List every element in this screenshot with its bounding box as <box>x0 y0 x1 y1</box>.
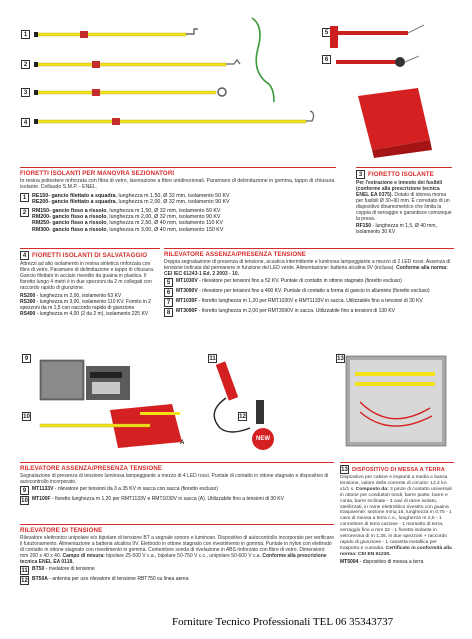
footer-bar: Forniture Tecnico Professionali TEL 06 3… <box>0 606 472 639</box>
item-re150: RE150- gancio filettato a squadra, lungh… <box>32 192 230 199</box>
figure-number-2: 2 <box>21 60 30 69</box>
section-description: Doppia segnalazione di presenza di tensi… <box>164 259 451 277</box>
item-bt50: 11 BT50 - rivelatore di tensione <box>20 566 95 575</box>
group-number: 1 <box>20 192 29 202</box>
figure-number-12: 12 <box>238 412 247 421</box>
section-rilevatore-acustico: RILEVATORE ASSENZA/PRESENZA TENSIONE Dop… <box>164 248 454 348</box>
red-bag-image <box>358 88 432 158</box>
item-rm250: RM250- gancio fisso a rissolo, lunghezza… <box>32 220 223 227</box>
item-rm300: RM300- gancio fisso a rissolo, lunghezza… <box>32 226 224 233</box>
pole-rm-image <box>34 58 241 68</box>
figure-number-6: 6 <box>322 55 331 64</box>
section-rilevatore-tensione: RILEVATORE DI TENSIONE Rilevatore elettr… <box>20 524 334 604</box>
group-rm: 2 RM150- gancio fisso a rissolo, lunghez… <box>20 207 336 234</box>
section-description: Dispositivo per cabine e impianti a medi… <box>340 475 452 557</box>
top-photo-area: 1 2 3 4 5 6 <box>0 0 472 165</box>
section-title: RILEVATORE ASSENZA/PRESENZA TENSIONE <box>164 251 307 258</box>
section-description: Rilevatore elettronico unipolare e/o bip… <box>20 535 334 565</box>
item-rs200: RS200 - lunghezza m 2,00, isolamento 63 … <box>20 293 122 299</box>
item-number: 8 <box>164 308 173 317</box>
section-rilevatore-luminoso: RILEVATORE ASSENZA/PRESENZA TENSIONE Seg… <box>20 462 334 522</box>
item-mt100f: 10 MT100F - fioretto lunghezza m 1,20 pe… <box>20 496 284 505</box>
figure-number-1: 1 <box>21 30 30 39</box>
ground-kit-image <box>345 355 447 447</box>
section-title: FIORETTI ISOLANTI PER MANOVRA SEZIONATOR… <box>20 170 175 177</box>
item-rm200: RM200- gancio fisso a rissolo, lunghezza… <box>32 214 221 221</box>
item-mt3090f: 8 MT3090F - fioretto lunghezza m 2,00 pe… <box>164 308 454 317</box>
figure-number-11: 11 <box>208 354 217 363</box>
item-number: 5 <box>164 278 173 287</box>
item-bt50a: 12 BT50A - antenna per uso rilevatore di… <box>20 576 189 585</box>
tester-image <box>213 361 264 433</box>
item-number: 12 <box>20 576 29 585</box>
group-re: 1 RE150- gancio filettato a squadra, lun… <box>20 192 336 206</box>
section-description: Attrezzi ad alto isolamento in resina si… <box>20 261 155 291</box>
pole-rf-image <box>34 87 227 97</box>
new-badge: NEW <box>252 428 274 450</box>
section-number: 3 <box>356 170 365 179</box>
item-mt1133v: 9 MT1133V - rilevatore per tensioni da 3… <box>20 486 334 495</box>
figure-number-9: 9 <box>22 354 31 363</box>
item-rf150: RF150 - lunghezza m 1,5, Ø 40 mm, isolam… <box>356 223 437 235</box>
section-number: 13 <box>340 465 349 474</box>
middle-illustration <box>39 355 447 448</box>
detector-6-image <box>336 55 420 67</box>
pole-rs-image <box>34 110 315 125</box>
section-description: In resina poliestere rinforzata con fibr… <box>20 178 335 191</box>
item-mt1030v: 5 MT1030V - rilevatore per tensioni fino… <box>164 278 454 287</box>
figure-number-10: 10 <box>22 412 31 421</box>
footer-contact: Forniture Tecnico Professionali TEL 06 3… <box>172 616 394 628</box>
item-mt3090v: 6 MT3090V - rilevatore per tensioni fino… <box>164 288 454 297</box>
section-fioretto-isolante: 3 FIORETTO ISOLANTE Per l'estrazione e i… <box>356 167 452 244</box>
figure-number-13: 13 <box>336 354 345 363</box>
section-title: FIORETTI ISOLANTI DI SALVATAGGIO <box>32 252 148 259</box>
item-rm150: RM150- gancio fisso a rissolo, lunghezza… <box>32 207 221 214</box>
section-title: DISPOSITIVO DI MESSA A TERRA <box>352 466 445 473</box>
item-rs400: RS400 - lunghezza m 4,00 (2 da 2 m), iso… <box>20 311 149 317</box>
group-number: 2 <box>20 207 29 217</box>
section-description: Segnalazione di presenza di tensione lum… <box>20 473 329 485</box>
section-description: Per l'estrazione e innesto dei fusibili … <box>356 180 452 222</box>
detector-5-image <box>330 24 425 48</box>
green-cable <box>251 17 275 103</box>
figure-number-4: 4 <box>21 118 30 127</box>
section-fioretti-salvataggio: 4 FIORETTI ISOLANTI DI SALVATAGGIO Attre… <box>20 248 160 348</box>
section-title: RILEVATORE DI TENSIONE <box>20 527 103 534</box>
item-number: 9 <box>20 486 29 495</box>
section-messa-a-terra: 13 DISPOSITIVO DI MESSA A TERRA Disposit… <box>340 462 454 604</box>
section-fioretti-manovra: FIORETTI ISOLANTI PER MANOVRA SEZIONATOR… <box>20 167 336 244</box>
item-mt1030f: 7 MT1030F - fioretto lunghezza m 1,20 pe… <box>164 298 454 307</box>
label-a: A <box>180 440 185 446</box>
item-number: 11 <box>20 566 29 575</box>
item-re200: RE200- gancio filettato a squadra, lungh… <box>32 199 230 206</box>
section-title: FIORETTO ISOLANTE <box>368 171 434 178</box>
item-mt5004: MT5004 - dispositivo di messa a terra <box>340 558 424 565</box>
item-number: 6 <box>164 288 173 297</box>
item-number: 10 <box>20 496 29 505</box>
poles-illustration <box>34 17 432 158</box>
figure-number-3: 3 <box>21 88 30 97</box>
middle-photo-area: 9 10 11 12 13 A NEW <box>0 352 472 454</box>
pole-re-image <box>34 28 198 38</box>
item-number: 7 <box>164 298 173 307</box>
section-number: 4 <box>20 251 29 260</box>
case-image <box>39 359 130 401</box>
section-title: RILEVATORE ASSENZA/PRESENZA TENSIONE <box>20 465 163 472</box>
item-rs300: RS300 - lunghezza m 3,00, isolamento 110… <box>20 299 151 311</box>
